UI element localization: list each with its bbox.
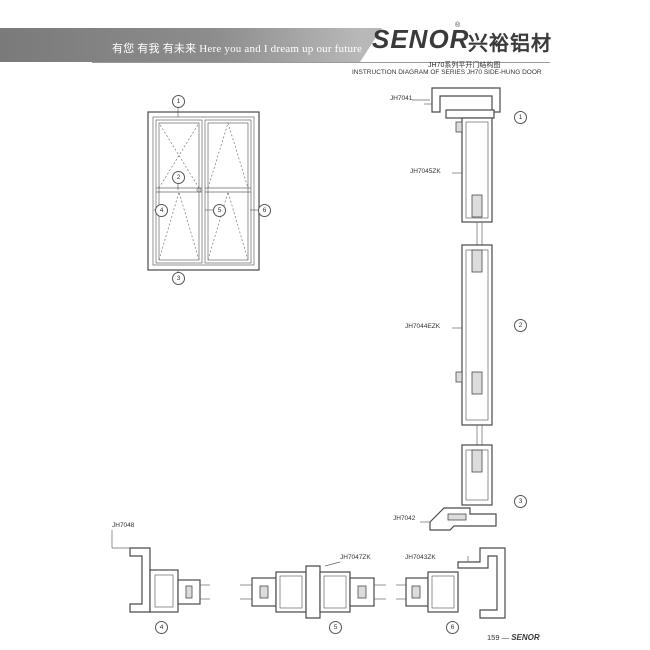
door-elevation: [147, 106, 262, 276]
header-banner-tail: [360, 28, 382, 62]
profile-label-jh7045zk: JH7045ZK: [410, 168, 441, 175]
marker-4: 4: [155, 204, 168, 217]
brand-chinese-name: 兴裕铝材: [468, 33, 552, 55]
section-marker-4: 4: [155, 621, 168, 634]
profile-label-jh7041: JH7041: [390, 95, 413, 102]
marker-6: 6: [258, 204, 271, 217]
marker-3: 3: [172, 272, 185, 285]
section-marker-1: 1: [514, 111, 527, 124]
footer-brand: SENOR: [511, 633, 540, 642]
registered-mark: ®: [455, 22, 461, 29]
brand-logo: SENOR: [372, 24, 470, 54]
header-rule: [92, 62, 550, 63]
profile-label-jh7048: JH7048: [112, 522, 135, 529]
marker-5: 5: [213, 204, 226, 217]
page-footer: 159 — SENOR: [487, 633, 540, 642]
header-banner: [0, 28, 360, 62]
section-5: [240, 561, 386, 619]
section-marker-3: 3: [514, 495, 527, 508]
diagram-title-en: INSTRUCTION DIAGRAM OF SERIES JH70 SIDE-…: [352, 69, 542, 76]
profile-label-jh7044ezk: JH7044EZK: [405, 323, 441, 330]
profile-label-jh7043zk: JH7043ZK: [405, 554, 436, 561]
marker-1: 1: [172, 95, 185, 108]
page-number: 159 —: [487, 633, 510, 642]
section-4: [111, 530, 210, 613]
profile-label-jh7042: JH7042: [393, 515, 416, 522]
slogan: 有您 有我 有未来 Here you and I dream up our fu…: [112, 43, 363, 55]
marker-2: 2: [172, 171, 185, 184]
section-marker-6: 6: [446, 621, 459, 634]
diagram-title-cn: JH70系列平开门结构图: [428, 62, 501, 69]
section-marker-2: 2: [514, 319, 527, 332]
section-marker-5: 5: [329, 621, 342, 634]
profile-label-jh7047zk: JH7047ZK: [340, 554, 371, 561]
section-6: [396, 547, 506, 619]
vertical-section: [412, 87, 501, 531]
